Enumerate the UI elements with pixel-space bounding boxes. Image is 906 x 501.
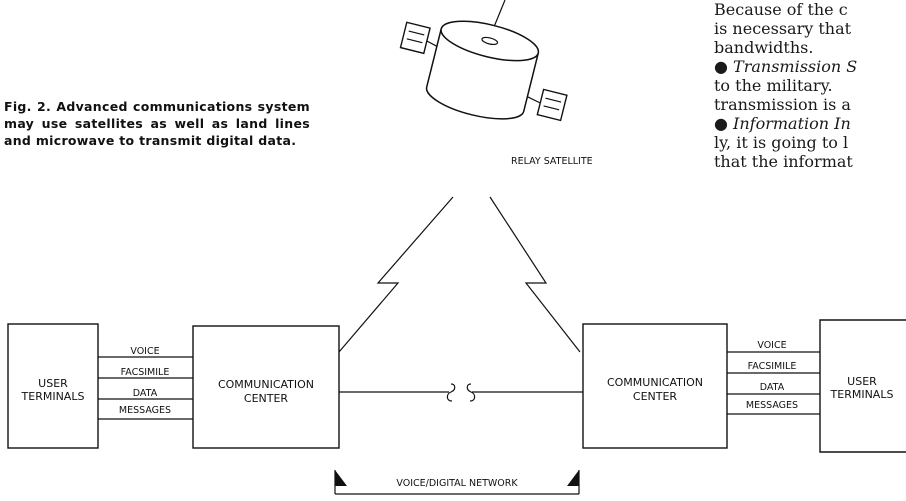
communication-center-left-line2: CENTER bbox=[244, 392, 289, 405]
communication-center-right-line2: CENTER bbox=[633, 390, 678, 403]
user-terminals-left-line1: USER bbox=[38, 377, 68, 390]
channel-messages-left: MESSAGES bbox=[119, 405, 171, 416]
network-label: VOICE/DIGITAL NETWORK bbox=[396, 478, 518, 489]
channel-facsimile-right: FACSIMILE bbox=[748, 361, 797, 372]
body-item-information: ● Information In bbox=[714, 114, 851, 133]
communication-center-right-box bbox=[582, 323, 728, 449]
channel-facsimile-left: FACSIMILE bbox=[121, 367, 170, 378]
channel-data-right: DATA bbox=[760, 382, 785, 393]
satellite-top bbox=[440, 20, 540, 62]
uplink-right bbox=[489, 196, 581, 353]
body-line-3: bandwidths. bbox=[714, 38, 814, 57]
satellite-label: RELAY SATELLITE bbox=[511, 156, 593, 167]
network-bracket bbox=[334, 470, 580, 495]
figure-caption: Fig. 2. Advanced communications system m… bbox=[4, 99, 310, 148]
user-terminals-left-line2: TERMINALS bbox=[21, 390, 85, 403]
body-text-column: Because of the c is necessary that bandw… bbox=[714, 0, 906, 171]
channel-data-left: DATA bbox=[133, 388, 158, 399]
uplink-left bbox=[338, 196, 454, 353]
body-line-8: ly, it is going to l bbox=[714, 133, 849, 152]
body-line-2: is necessary that bbox=[714, 19, 852, 38]
relay-satellite bbox=[399, 0, 568, 122]
solar-panel-left bbox=[399, 21, 431, 55]
user-terminals-left-box bbox=[7, 323, 99, 449]
channel-voice-left: VOICE bbox=[130, 346, 159, 357]
item-title-information: Information In bbox=[733, 114, 851, 133]
bracket-arrow-left bbox=[335, 470, 347, 486]
communication-center-left-box bbox=[192, 325, 340, 449]
user-terminals-right-line1: USER bbox=[847, 375, 877, 388]
body-item-transmission: ● Transmission S bbox=[714, 57, 858, 76]
communication-center-left-line1: COMMUNICATION bbox=[218, 378, 314, 391]
line-break-mark-right bbox=[466, 383, 476, 402]
body-line-9: that the informat bbox=[714, 152, 853, 171]
user-terminals-right-box bbox=[819, 319, 906, 453]
user-terminals-right-line2: TERMINALS bbox=[830, 388, 894, 401]
item-title-transmission: Transmission S bbox=[733, 57, 858, 76]
line-break-mark-left bbox=[446, 383, 456, 402]
body-line-5: to the military. bbox=[714, 76, 833, 95]
body-line-6: transmission is a bbox=[714, 95, 851, 114]
bracket-arrow-right bbox=[567, 470, 579, 486]
channel-voice-right: VOICE bbox=[757, 340, 786, 351]
channel-messages-right: MESSAGES bbox=[746, 400, 798, 411]
communication-center-right-line1: COMMUNICATION bbox=[607, 376, 703, 389]
body-line-1: Because of the c bbox=[714, 0, 848, 19]
solar-panel-right bbox=[536, 88, 568, 122]
